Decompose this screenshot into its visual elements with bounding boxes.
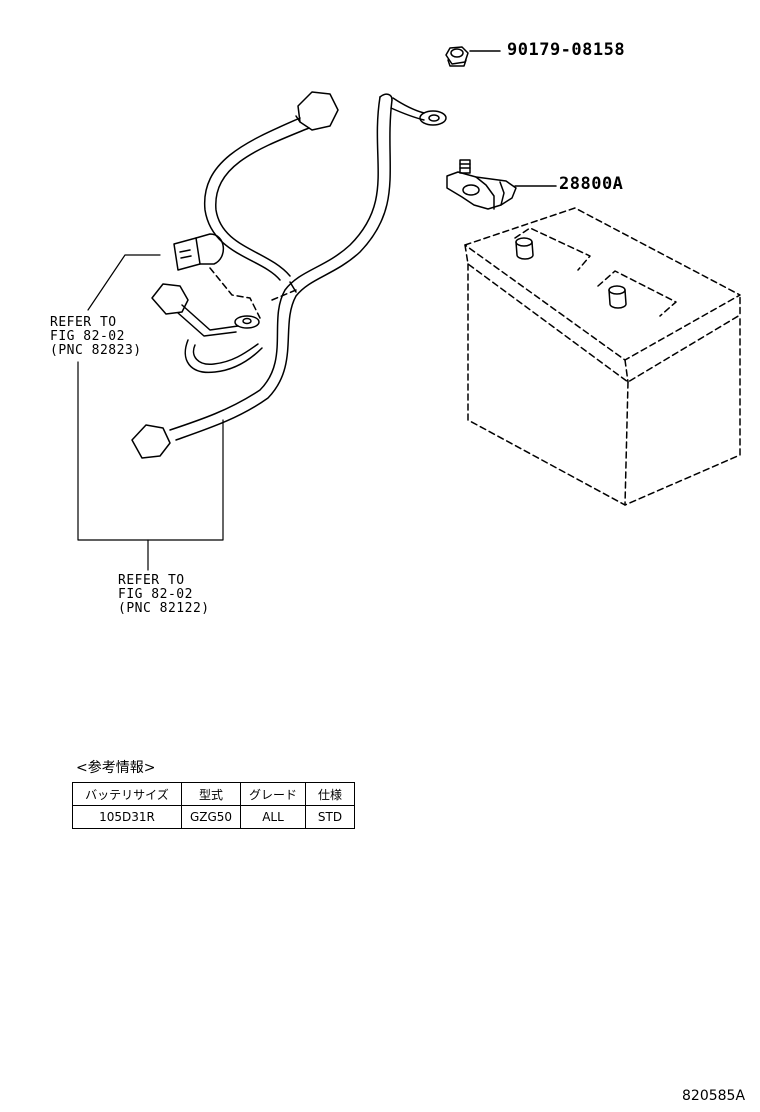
info-table-header: 仕様	[305, 782, 355, 806]
battery-cable-harness	[169, 93, 447, 441]
terminal-part-number[interactable]: 28800A	[559, 174, 624, 194]
info-table-cell: 105D31R	[72, 805, 182, 829]
info-table-header: グレード	[240, 782, 306, 806]
connector-icon	[173, 233, 224, 271]
nut-icon	[445, 46, 469, 67]
reference-note-pnc-82823[interactable]: REFER TO FIG 82-02 (PNC 82823)	[50, 316, 142, 358]
reference-note-line: FIG 82-02	[50, 329, 125, 344]
reference-note-line: FIG 82-02	[118, 587, 193, 602]
battery-icon	[464, 207, 741, 506]
info-table: バッテリサイズ 型式 グレード 仕様 105D31R GZG50 ALL STD	[72, 782, 355, 829]
info-table-cell: GZG50	[181, 805, 241, 829]
figure-id: 820585A	[682, 1088, 746, 1104]
info-table-row: 105D31R GZG50 ALL STD	[72, 805, 355, 829]
info-table-cell: STD	[305, 805, 355, 829]
info-table-header: 型式	[181, 782, 241, 806]
reference-bracket-lines	[77, 254, 224, 571]
reference-note-line: (PNC 82823)	[50, 343, 142, 358]
reference-note-pnc-82122[interactable]: REFER TO FIG 82-02 (PNC 82122)	[118, 574, 210, 616]
battery-terminal-icon	[446, 159, 517, 210]
reference-note-line: (PNC 82122)	[118, 601, 210, 616]
info-table-header: バッテリサイズ	[72, 782, 182, 806]
info-table-cell: ALL	[240, 805, 306, 829]
battery-posts-icon	[515, 237, 627, 309]
dashed-linkage-lines	[209, 267, 297, 319]
small-boot-icon	[151, 283, 260, 337]
reference-note-line: REFER TO	[50, 315, 117, 330]
rubber-boot-bottom-icon	[131, 424, 171, 459]
reference-note-line: REFER TO	[118, 573, 185, 588]
rubber-boot-top-icon	[295, 91, 339, 131]
info-table-title: <参考情報>	[76, 760, 156, 776]
nut-part-number[interactable]: 90179-08158	[507, 40, 626, 60]
info-table-header-row: バッテリサイズ 型式 グレード 仕様	[72, 782, 355, 806]
